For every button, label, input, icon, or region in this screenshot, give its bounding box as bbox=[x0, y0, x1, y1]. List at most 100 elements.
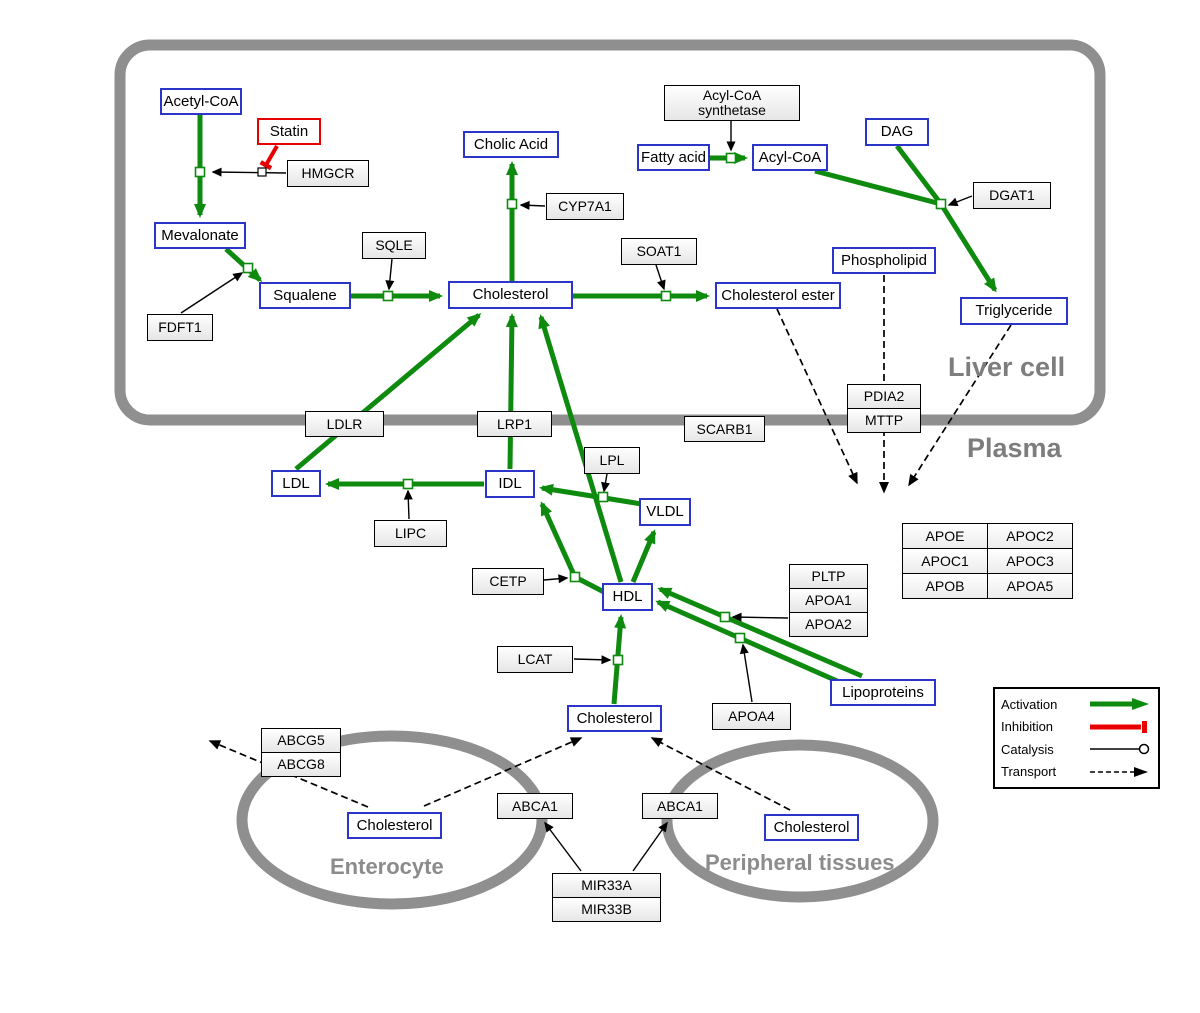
node-hmgcr[interactable]: HMGCR bbox=[287, 160, 369, 187]
node-statin[interactable]: Statin bbox=[257, 118, 321, 145]
apo-cell-apoc1[interactable]: APOC1 bbox=[903, 549, 988, 574]
node-abca1-enterocyte[interactable]: ABCA1 bbox=[497, 793, 573, 819]
node-cetp[interactable]: CETP bbox=[472, 568, 544, 595]
node-lrp1[interactable]: LRP1 bbox=[477, 411, 552, 437]
node-apoa2[interactable]: APOA2 bbox=[789, 612, 868, 637]
transport-edges bbox=[208, 275, 1012, 811]
node-pdia2[interactable]: PDIA2 bbox=[847, 384, 921, 409]
edge-dag-dgat-node bbox=[895, 144, 943, 206]
edge-mir33-abca1-peripheral bbox=[632, 821, 668, 872]
catalysis-edges bbox=[180, 121, 973, 872]
liver-cell-label: Liver cell bbox=[948, 352, 1066, 382]
node-soat1[interactable]: SOAT1 bbox=[621, 238, 697, 265]
edge-dgatnode-triglyceride bbox=[938, 202, 998, 293]
edge-cholesterolester-secretion bbox=[776, 308, 858, 485]
node-cholesterol-ester[interactable]: Cholesterol ester bbox=[715, 282, 841, 309]
edge-hdl-cholesterol-liver bbox=[538, 314, 624, 583]
edge-lipoproteins-hdl-upper bbox=[657, 586, 863, 679]
node-cholesterol-enterocyte[interactable]: Cholesterol bbox=[347, 812, 442, 839]
liver-cell-outline bbox=[114, 39, 1106, 426]
node-ldl[interactable]: LDL bbox=[271, 470, 321, 497]
edge-enterocyte-cholesterol-efflux bbox=[423, 737, 583, 807]
node-cyp7a1[interactable]: CYP7A1 bbox=[546, 193, 624, 220]
plasma-label: Plasma bbox=[967, 433, 1062, 463]
node-mir33b[interactable]: MIR33B bbox=[552, 897, 661, 922]
edge-peripheral-cholesterol-efflux bbox=[650, 737, 791, 811]
node-fdft1[interactable]: FDFT1 bbox=[147, 314, 213, 341]
node-phospholipid[interactable]: Phospholipid bbox=[832, 247, 936, 274]
node-abcg5[interactable]: ABCG5 bbox=[261, 728, 341, 753]
node-scarb1[interactable]: SCARB1 bbox=[684, 416, 765, 442]
node-mttp[interactable]: MTTP bbox=[847, 408, 921, 433]
node-ldlr[interactable]: LDLR bbox=[305, 411, 384, 437]
peripheral-tissues-label: Peripheral tissues bbox=[705, 850, 895, 875]
node-apoa4[interactable]: APOA4 bbox=[712, 703, 791, 730]
node-triglyceride[interactable]: Triglyceride bbox=[960, 297, 1068, 325]
edge-lipc-catalysis bbox=[403, 489, 413, 520]
reaction-nodes bbox=[194, 152, 947, 666]
apo-cell-apoe[interactable]: APOE bbox=[903, 524, 988, 549]
legend-row-inhibition: Inhibition bbox=[1001, 719, 1152, 734]
edge-sqle-catalysis bbox=[385, 258, 395, 291]
acyl-coa-synthetase-line1: Acyl-CoA bbox=[702, 87, 762, 104]
apo-cell-apoc2[interactable]: APOC2 bbox=[988, 524, 1073, 549]
transport-dashed-arrow-icon bbox=[1090, 766, 1148, 777]
node-idl[interactable]: IDL bbox=[485, 470, 535, 498]
apo-cell-apoc3[interactable]: APOC3 bbox=[988, 549, 1073, 574]
node-lipc[interactable]: LIPC bbox=[374, 520, 447, 547]
edge-apoa4-catalysis bbox=[739, 643, 753, 703]
node-fatty-acid[interactable]: Fatty acid bbox=[637, 144, 710, 171]
node-acetyl-coa[interactable]: Acetyl-CoA bbox=[160, 88, 242, 115]
node-abca1-peripheral[interactable]: ABCA1 bbox=[642, 793, 718, 819]
legend-inhibition-label: Inhibition bbox=[1001, 719, 1054, 735]
edge-statin-inhibits-hmgcr bbox=[259, 144, 279, 171]
node-vldl[interactable]: VLDL bbox=[639, 498, 691, 526]
node-sqle[interactable]: SQLE bbox=[362, 232, 426, 259]
node-hdl[interactable]: HDL bbox=[602, 583, 653, 611]
legend-transport-label: Transport bbox=[1001, 764, 1057, 780]
node-lcat[interactable]: LCAT bbox=[497, 646, 573, 673]
node-dgat1[interactable]: DGAT1 bbox=[973, 182, 1051, 209]
apo-cell-apob[interactable]: APOB bbox=[903, 574, 988, 599]
legend-row-transport: Transport bbox=[1001, 764, 1152, 779]
acyl-coa-synthetase-line2: synthetase bbox=[698, 102, 766, 118]
node-cholesterol-plasma[interactable]: Cholesterol bbox=[567, 705, 662, 732]
enterocyte-label: Enterocyte bbox=[330, 854, 444, 879]
node-abcg8[interactable]: ABCG8 bbox=[261, 752, 341, 777]
node-cholesterol-liver[interactable]: Cholesterol bbox=[448, 281, 573, 309]
node-mevalonate[interactable]: Mevalonate bbox=[154, 222, 246, 249]
node-pltp[interactable]: PLTP bbox=[789, 564, 868, 589]
node-acyl-coa[interactable]: Acyl-CoA bbox=[752, 144, 828, 171]
hmgcr-statin-junction-node bbox=[257, 167, 267, 177]
catalysis-circle-icon bbox=[1090, 744, 1150, 755]
activation-arrow-icon bbox=[1090, 698, 1149, 711]
enterocyte-outline bbox=[236, 730, 548, 910]
legend-row-activation: Activation bbox=[1001, 697, 1152, 712]
node-squalene[interactable]: Squalene bbox=[259, 282, 351, 309]
legend: Activation Inhibition Catalysis Transpor… bbox=[993, 687, 1160, 789]
peripheral-tissues-outline bbox=[661, 739, 939, 903]
node-dag[interactable]: DAG bbox=[865, 118, 929, 146]
node-lpl[interactable]: LPL bbox=[584, 447, 640, 474]
node-mir33a[interactable]: MIR33A bbox=[552, 873, 661, 898]
node-lipoproteins[interactable]: Lipoproteins bbox=[830, 679, 936, 706]
node-cholic-acid[interactable]: Cholic Acid bbox=[463, 131, 559, 158]
legend-row-catalysis: Catalysis bbox=[1001, 742, 1152, 757]
edge-lpl-catalysis bbox=[601, 473, 610, 493]
edge-lcat-catalysis bbox=[573, 655, 612, 665]
edge-idl-cholesterol-lrp1 bbox=[505, 313, 518, 470]
edge-soat1-catalysis bbox=[655, 264, 666, 291]
node-acyl-coa-synthetase[interactable]: Acyl-CoA synthetase bbox=[664, 85, 800, 121]
edge-cholesterol-abcg-efflux bbox=[208, 740, 369, 808]
edge-cyp7a1-catalysis bbox=[519, 200, 546, 210]
edge-mir33-abca1-enterocyte bbox=[544, 821, 582, 872]
edge-acylcoa-dgat-node bbox=[814, 168, 942, 207]
edge-triglyceride-secretion bbox=[908, 324, 1012, 487]
edge-lipoproteins-hdl-lower bbox=[655, 599, 864, 695]
apo-cell-apoa5[interactable]: APOA5 bbox=[988, 574, 1073, 599]
node-apoa1[interactable]: APOA1 bbox=[789, 588, 868, 613]
inhibition-tbar-icon bbox=[1090, 720, 1147, 733]
node-cholesterol-peripheral[interactable]: Cholesterol bbox=[764, 814, 859, 841]
